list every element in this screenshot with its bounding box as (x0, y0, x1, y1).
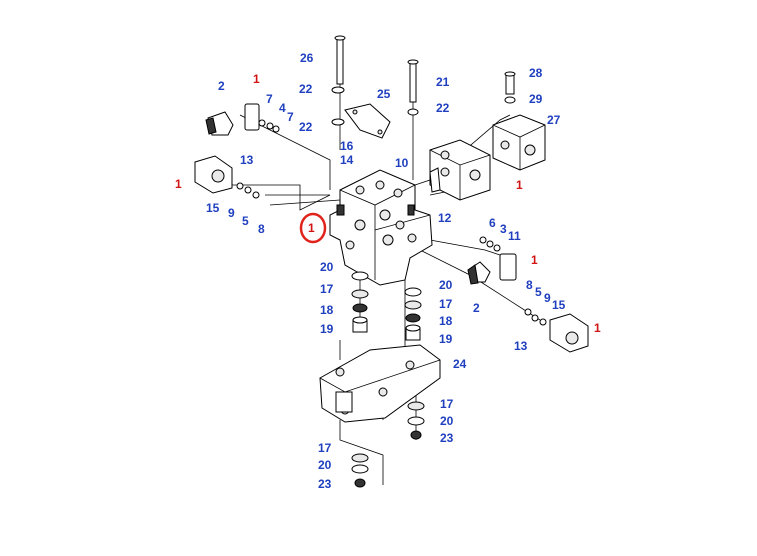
part-label: 9 (544, 291, 551, 305)
part-label: 27 (547, 113, 561, 127)
highlight-circle (299, 212, 327, 244)
part-label: 2 (473, 301, 480, 315)
part-label: 29 (529, 92, 543, 106)
part-label: 22 (299, 82, 313, 96)
seal-stack-right (404, 287, 422, 341)
part-labels: 26 22 22 25 21 22 28 29 27 2 1 7 4 7 16 … (175, 51, 601, 491)
side-valve-block (429, 114, 546, 201)
part-label: 4 (279, 101, 286, 115)
part-label: 7 (266, 92, 273, 106)
part-label: 13 (240, 153, 254, 167)
part-label: 11 (508, 229, 521, 243)
part-label: 1 (253, 72, 260, 86)
part-label: 1 (516, 178, 523, 192)
part-label: 3 (500, 222, 507, 236)
part-label: 22 (299, 120, 313, 134)
part-label: 6 (489, 216, 496, 230)
mounting-bracket (319, 344, 441, 423)
part-label: 14 (340, 153, 354, 167)
part-label: 8 (258, 222, 265, 236)
valve-body (329, 169, 433, 286)
bolts (334, 35, 516, 103)
part-label: 26 (300, 51, 314, 65)
part-label: 1 (594, 321, 601, 335)
part-label: 1 (308, 221, 315, 235)
part-label: 5 (242, 214, 249, 228)
left-solenoid-parts (194, 103, 280, 199)
part-label: 21 (436, 75, 450, 89)
part-label: 23 (318, 477, 332, 491)
part-label: 15 (552, 298, 566, 312)
part-label: 19 (439, 332, 453, 346)
part-label: 1 (531, 253, 538, 267)
part-label: 13 (514, 339, 528, 353)
part-label: 20 (440, 414, 454, 428)
part-label: 9 (228, 206, 235, 220)
part-label: 28 (529, 66, 543, 80)
part-label: 24 (453, 357, 467, 371)
part-label: 17 (439, 297, 453, 311)
part-label: 12 (438, 211, 452, 225)
washers-top (331, 86, 516, 139)
part-label: 15 (206, 201, 220, 215)
seal-stack-left (351, 271, 369, 333)
part-label: 23 (440, 431, 454, 445)
part-label: 17 (440, 397, 454, 411)
part-label: 8 (526, 278, 533, 292)
part-label: 16 (340, 139, 354, 153)
part-label: 25 (377, 87, 391, 101)
part-label: 17 (318, 441, 332, 455)
part-label: 20 (320, 260, 334, 274)
part-label: 7 (287, 110, 294, 124)
part-label: 2 (218, 79, 225, 93)
part-label: 20 (318, 458, 332, 472)
part-label: 5 (535, 285, 542, 299)
lower-fasteners (351, 401, 425, 488)
part-label: 18 (439, 314, 453, 328)
part-label: 19 (320, 322, 334, 336)
part-label: 17 (320, 282, 334, 296)
part-label: 22 (436, 101, 450, 115)
part-label: 10 (395, 156, 409, 170)
part-label: 18 (320, 303, 334, 317)
part-label: 1 (175, 177, 182, 191)
part-label: 20 (439, 278, 453, 292)
right-solenoid-parts (429, 167, 589, 353)
